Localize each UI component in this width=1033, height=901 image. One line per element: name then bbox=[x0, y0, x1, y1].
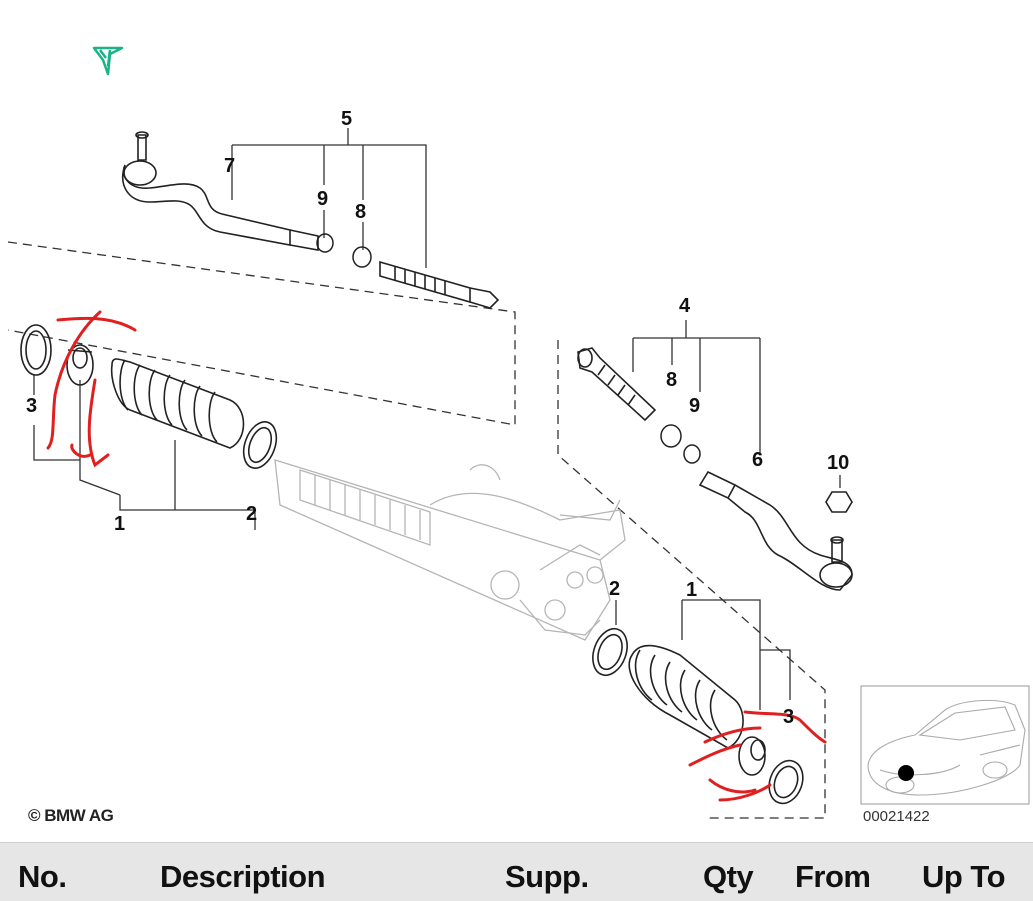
leader-5 bbox=[231, 128, 427, 268]
column-header-supp[interactable]: Supp. bbox=[505, 859, 589, 894]
nut-8b bbox=[660, 424, 682, 448]
callout-5[interactable]: 5 bbox=[341, 108, 352, 130]
nut-10 bbox=[825, 491, 853, 513]
callout-3-lower[interactable]: 3 bbox=[783, 706, 794, 728]
tie-rod-end-left bbox=[122, 131, 319, 251]
markup-left-bracket bbox=[46, 310, 137, 468]
callout-6[interactable]: 6 bbox=[752, 449, 763, 471]
bushing-left bbox=[66, 344, 94, 386]
callout-9-lower[interactable]: 9 bbox=[689, 395, 700, 417]
callout-10[interactable]: 10 bbox=[827, 452, 849, 474]
car-outline-icon bbox=[867, 699, 1026, 796]
callout-7[interactable]: 7 bbox=[224, 155, 235, 177]
inner-tie-rod-lower bbox=[577, 347, 657, 422]
clamp-2a bbox=[242, 421, 278, 469]
inner-tie-rod-upper bbox=[379, 260, 500, 309]
leader-4 bbox=[632, 320, 761, 455]
column-header-qty[interactable]: Qty bbox=[703, 859, 754, 894]
bushing-right bbox=[738, 736, 766, 776]
leader-1b bbox=[681, 599, 791, 710]
copyright-text: © BMW AG bbox=[28, 806, 114, 825]
clamp-3a bbox=[20, 324, 52, 376]
nut-8a bbox=[352, 246, 372, 268]
parts-exploded-diagram: 5 7 9 8 3 1 2 4 8 9 6 10 2 1 3 bbox=[7, 108, 853, 819]
callout-2[interactable]: 2 bbox=[246, 503, 257, 525]
callout-1-lower[interactable]: 1 bbox=[686, 579, 697, 601]
boot-left bbox=[110, 358, 245, 449]
steering-rack-housing bbox=[274, 459, 626, 641]
column-header-no[interactable]: No. bbox=[18, 859, 67, 894]
frame-lower-right bbox=[557, 340, 826, 819]
frame-upper-left bbox=[7, 241, 516, 426]
markup-right-bracket bbox=[688, 710, 827, 802]
vehicle-location-thumbnail[interactable] bbox=[860, 685, 1030, 805]
callout-3[interactable]: 3 bbox=[26, 395, 37, 417]
column-header-description[interactable]: Description bbox=[160, 859, 326, 894]
callout-9[interactable]: 9 bbox=[317, 188, 328, 210]
location-marker-icon bbox=[898, 765, 914, 781]
callout-8-lower[interactable]: 8 bbox=[666, 369, 677, 391]
boot-right bbox=[628, 644, 744, 749]
diagram-reference-number: 00021422 bbox=[863, 808, 930, 825]
callout-8[interactable]: 8 bbox=[355, 201, 366, 223]
parts-table-header: No. Description Supp. Qty From Up To bbox=[0, 842, 1033, 901]
clamp-2b bbox=[592, 627, 628, 677]
callout-1[interactable]: 1 bbox=[114, 513, 125, 535]
column-header-from[interactable]: From bbox=[795, 859, 871, 894]
leader-1a bbox=[33, 380, 256, 530]
clamp-3b bbox=[768, 759, 804, 805]
callout-2-lower[interactable]: 2 bbox=[609, 578, 620, 600]
ring-9b bbox=[683, 444, 701, 464]
column-header-up-to[interactable]: Up To bbox=[922, 859, 1006, 894]
logo-shape bbox=[92, 46, 124, 76]
callout-4[interactable]: 4 bbox=[679, 295, 691, 317]
tie-rod-end-right bbox=[698, 470, 853, 591]
app-logo-icon bbox=[92, 46, 124, 76]
ring-9a bbox=[316, 233, 334, 253]
